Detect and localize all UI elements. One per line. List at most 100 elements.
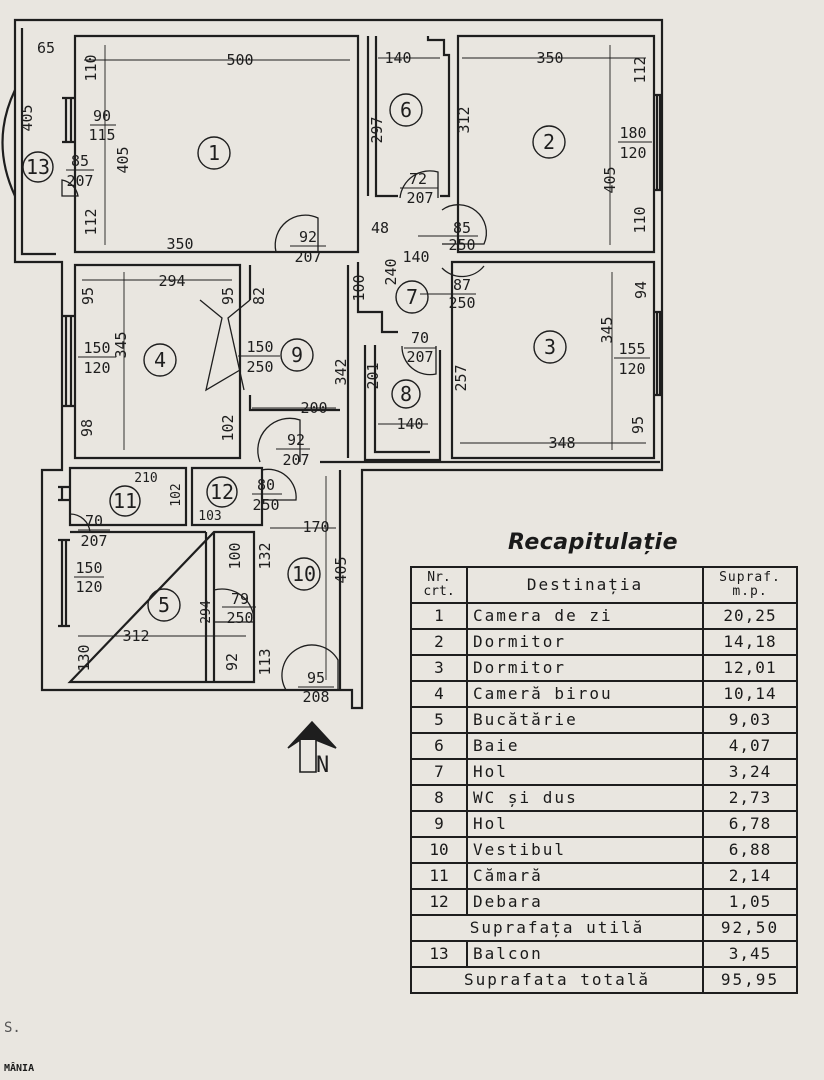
balcony-inner-wall — [20, 28, 56, 256]
dimension-labels: 65 500 110 405 90 115 85 207 405 112 350… — [18, 39, 650, 706]
dim-label: 85 — [453, 219, 471, 237]
dim-label: 120 — [83, 359, 110, 377]
recap-row-destination: WC și dus — [466, 784, 704, 812]
room-circle-9 — [280, 338, 314, 372]
wall-room-8 — [363, 345, 442, 462]
dim-label: 207 — [66, 172, 93, 190]
recap-row-area: 6,88 — [702, 836, 798, 864]
dim-label: 95 — [79, 287, 97, 305]
recap-row-area: 20,25 — [702, 602, 798, 630]
wall-room-5 — [67, 530, 256, 684]
dim-label: 170 — [302, 518, 329, 536]
dim-label: 110 — [82, 54, 100, 81]
room-number-13: 13 — [26, 155, 50, 179]
room-circle-11 — [109, 485, 141, 517]
wall-room-6 — [366, 36, 451, 198]
dim-label: 102 — [219, 414, 237, 441]
dim-label: 350 — [536, 49, 563, 67]
recap-row-destination: Hol — [466, 758, 704, 786]
room-circle-4 — [143, 343, 177, 377]
recap-row-area: 2,73 — [702, 784, 798, 812]
room-circle-5 — [147, 588, 181, 622]
window-room-3 — [654, 310, 662, 397]
dim-label: 115 — [88, 126, 115, 144]
dim-label: 250 — [226, 609, 253, 627]
room-circle-13 — [22, 151, 54, 183]
dim-label: 140 — [402, 248, 429, 266]
recap-row-destination: Hol — [466, 810, 704, 838]
dim-label: 94 — [632, 281, 650, 299]
dim-label: 405 — [18, 104, 36, 131]
door-12 — [261, 468, 297, 501]
window-room-11 — [58, 485, 70, 502]
room-numbers: 1 2 3 4 5 6 7 8 9 10 11 12 13 — [26, 98, 556, 617]
room-circle-7 — [395, 280, 429, 314]
dim-label: 120 — [75, 578, 102, 596]
recap-row-destination: Dormitor — [466, 654, 704, 682]
room-number-4: 4 — [154, 348, 166, 372]
room-number-5: 5 — [158, 593, 170, 617]
dim-label: 500 — [226, 51, 253, 69]
recap-title: Recapitulație — [508, 530, 678, 555]
dim-label: 250 — [246, 358, 273, 376]
room-circles — [22, 93, 567, 622]
recap-row-area: 14,18 — [702, 628, 798, 656]
door-5 — [213, 588, 255, 623]
dim-label: 79 — [231, 590, 249, 608]
dim-label: 100 — [350, 274, 368, 301]
dim-label: 100 — [226, 542, 244, 569]
north-label: N — [316, 753, 329, 778]
dim-label: 120 — [618, 360, 645, 378]
dim-label: 112 — [631, 56, 649, 83]
doors — [61, 170, 487, 691]
recap-row-nr: 12 — [410, 888, 468, 916]
recap-row-area: 10,14 — [702, 680, 798, 708]
room-circle-12 — [206, 476, 238, 508]
total-label: Suprafata totală — [410, 966, 704, 994]
recap-row-destination: Bucătărie — [466, 706, 704, 734]
recap-header-row: Nr. crt. Destinația Supraf. m.p. — [410, 566, 798, 604]
balcon-dest: Balcon — [466, 940, 704, 968]
recap-row-destination: Debara — [466, 888, 704, 916]
wall-room-5-divider — [204, 532, 216, 682]
recap-row-nr: 9 — [410, 810, 468, 838]
room-number-12: 12 — [210, 480, 234, 504]
wall-room-2 — [456, 34, 656, 254]
walls — [1, 18, 664, 710]
recap-row-area: 3,24 — [702, 758, 798, 786]
dim-label: 312 — [455, 106, 473, 133]
dim-label: 345 — [598, 316, 616, 343]
dim-label: 48 — [371, 219, 389, 237]
recap-row-destination: Cameră birou — [466, 680, 704, 708]
north-arrow-fill — [288, 722, 336, 748]
dim-label: 113 — [256, 648, 274, 675]
room-number-7: 7 — [406, 285, 418, 309]
recap-row-nr: 2 — [410, 628, 468, 656]
window-room-2 — [654, 93, 662, 192]
dim-label: 294 — [158, 272, 185, 290]
dim-label: 207 — [406, 348, 433, 366]
dim-label: 207 — [80, 532, 107, 550]
dim-label: 312 — [122, 627, 149, 645]
util-label: Suprafața utilă — [410, 914, 704, 942]
balcony-bay — [1, 89, 16, 197]
door-6 — [399, 170, 439, 199]
dim-label: 250 — [252, 496, 279, 514]
dim-label: 120 — [619, 144, 646, 162]
footer-stamp-text: MÂNIA — [4, 1063, 35, 1074]
balcon-nr: 13 — [410, 940, 468, 968]
room-circle-2 — [532, 125, 566, 159]
room-number-10: 10 — [292, 562, 316, 586]
dim-label: 350 — [166, 235, 193, 253]
recap-row-destination: Dormitor — [466, 628, 704, 656]
dim-label: 150 — [75, 559, 102, 577]
dim-label: 150 — [246, 338, 273, 356]
